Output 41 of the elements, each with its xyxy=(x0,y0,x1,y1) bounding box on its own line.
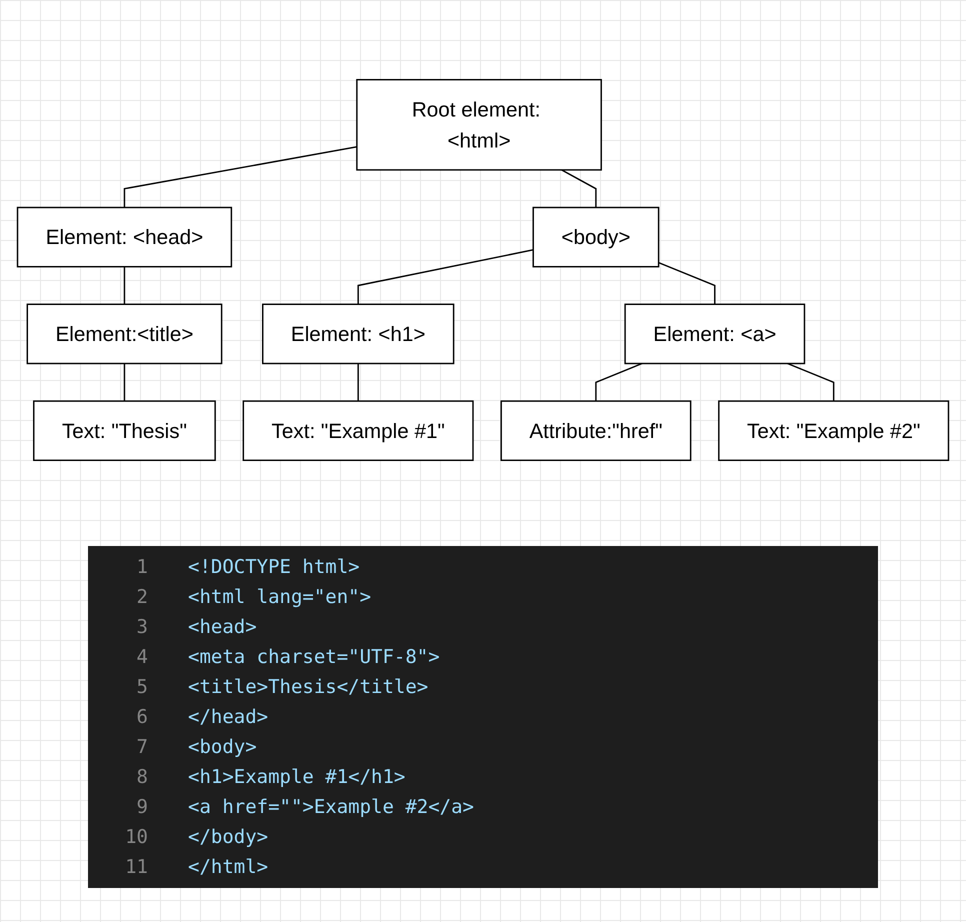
code-line: </html> xyxy=(188,855,268,880)
code-line: <h1>Example #1</h1> xyxy=(188,765,406,790)
node-box: Root element: <html> xyxy=(356,79,602,171)
line-number: 1 xyxy=(136,555,149,580)
connector xyxy=(787,362,834,402)
node-box: Text: "Example #2" xyxy=(718,400,950,461)
connector xyxy=(357,364,359,402)
node-box: Text: "Example #1" xyxy=(242,400,474,461)
node-box: Element: <h1> xyxy=(262,304,454,364)
connector xyxy=(561,169,597,208)
code-line: <title>Thesis</title> xyxy=(188,675,428,700)
code-line: <body> xyxy=(188,735,257,760)
connector xyxy=(658,262,716,304)
node-box: Element: <head> xyxy=(16,206,232,268)
line-number: 10 xyxy=(124,825,149,850)
connector xyxy=(124,266,126,304)
line-number: 7 xyxy=(136,735,149,760)
connector xyxy=(357,249,534,304)
code-line: </body> xyxy=(188,825,268,850)
connector xyxy=(124,146,357,208)
code-line: <html lang="en"> xyxy=(188,585,372,610)
node-box: Element: <a> xyxy=(624,304,806,364)
node-box: <body> xyxy=(532,206,660,268)
code-line: <a href="">Example #2</a> xyxy=(188,795,474,820)
code-line: <!DOCTYPE html> xyxy=(188,555,360,580)
line-number: 3 xyxy=(136,615,149,640)
line-number: 4 xyxy=(136,645,149,670)
line-number: 11 xyxy=(124,855,149,880)
node-box: Element:<title> xyxy=(26,304,222,364)
code-line: <meta charset="UTF-8"> xyxy=(188,645,440,670)
line-number: 6 xyxy=(136,705,149,730)
line-number: 8 xyxy=(136,765,149,790)
node-box: Text: "Thesis" xyxy=(33,400,216,461)
line-number: 2 xyxy=(136,585,149,610)
code-line: <head> xyxy=(188,615,257,640)
code-line: </head> xyxy=(188,705,268,730)
node-box: Attribute:"href" xyxy=(500,400,692,461)
connector xyxy=(595,362,642,402)
connector xyxy=(124,364,126,402)
line-number: 9 xyxy=(136,795,149,820)
line-number: 5 xyxy=(136,675,149,700)
